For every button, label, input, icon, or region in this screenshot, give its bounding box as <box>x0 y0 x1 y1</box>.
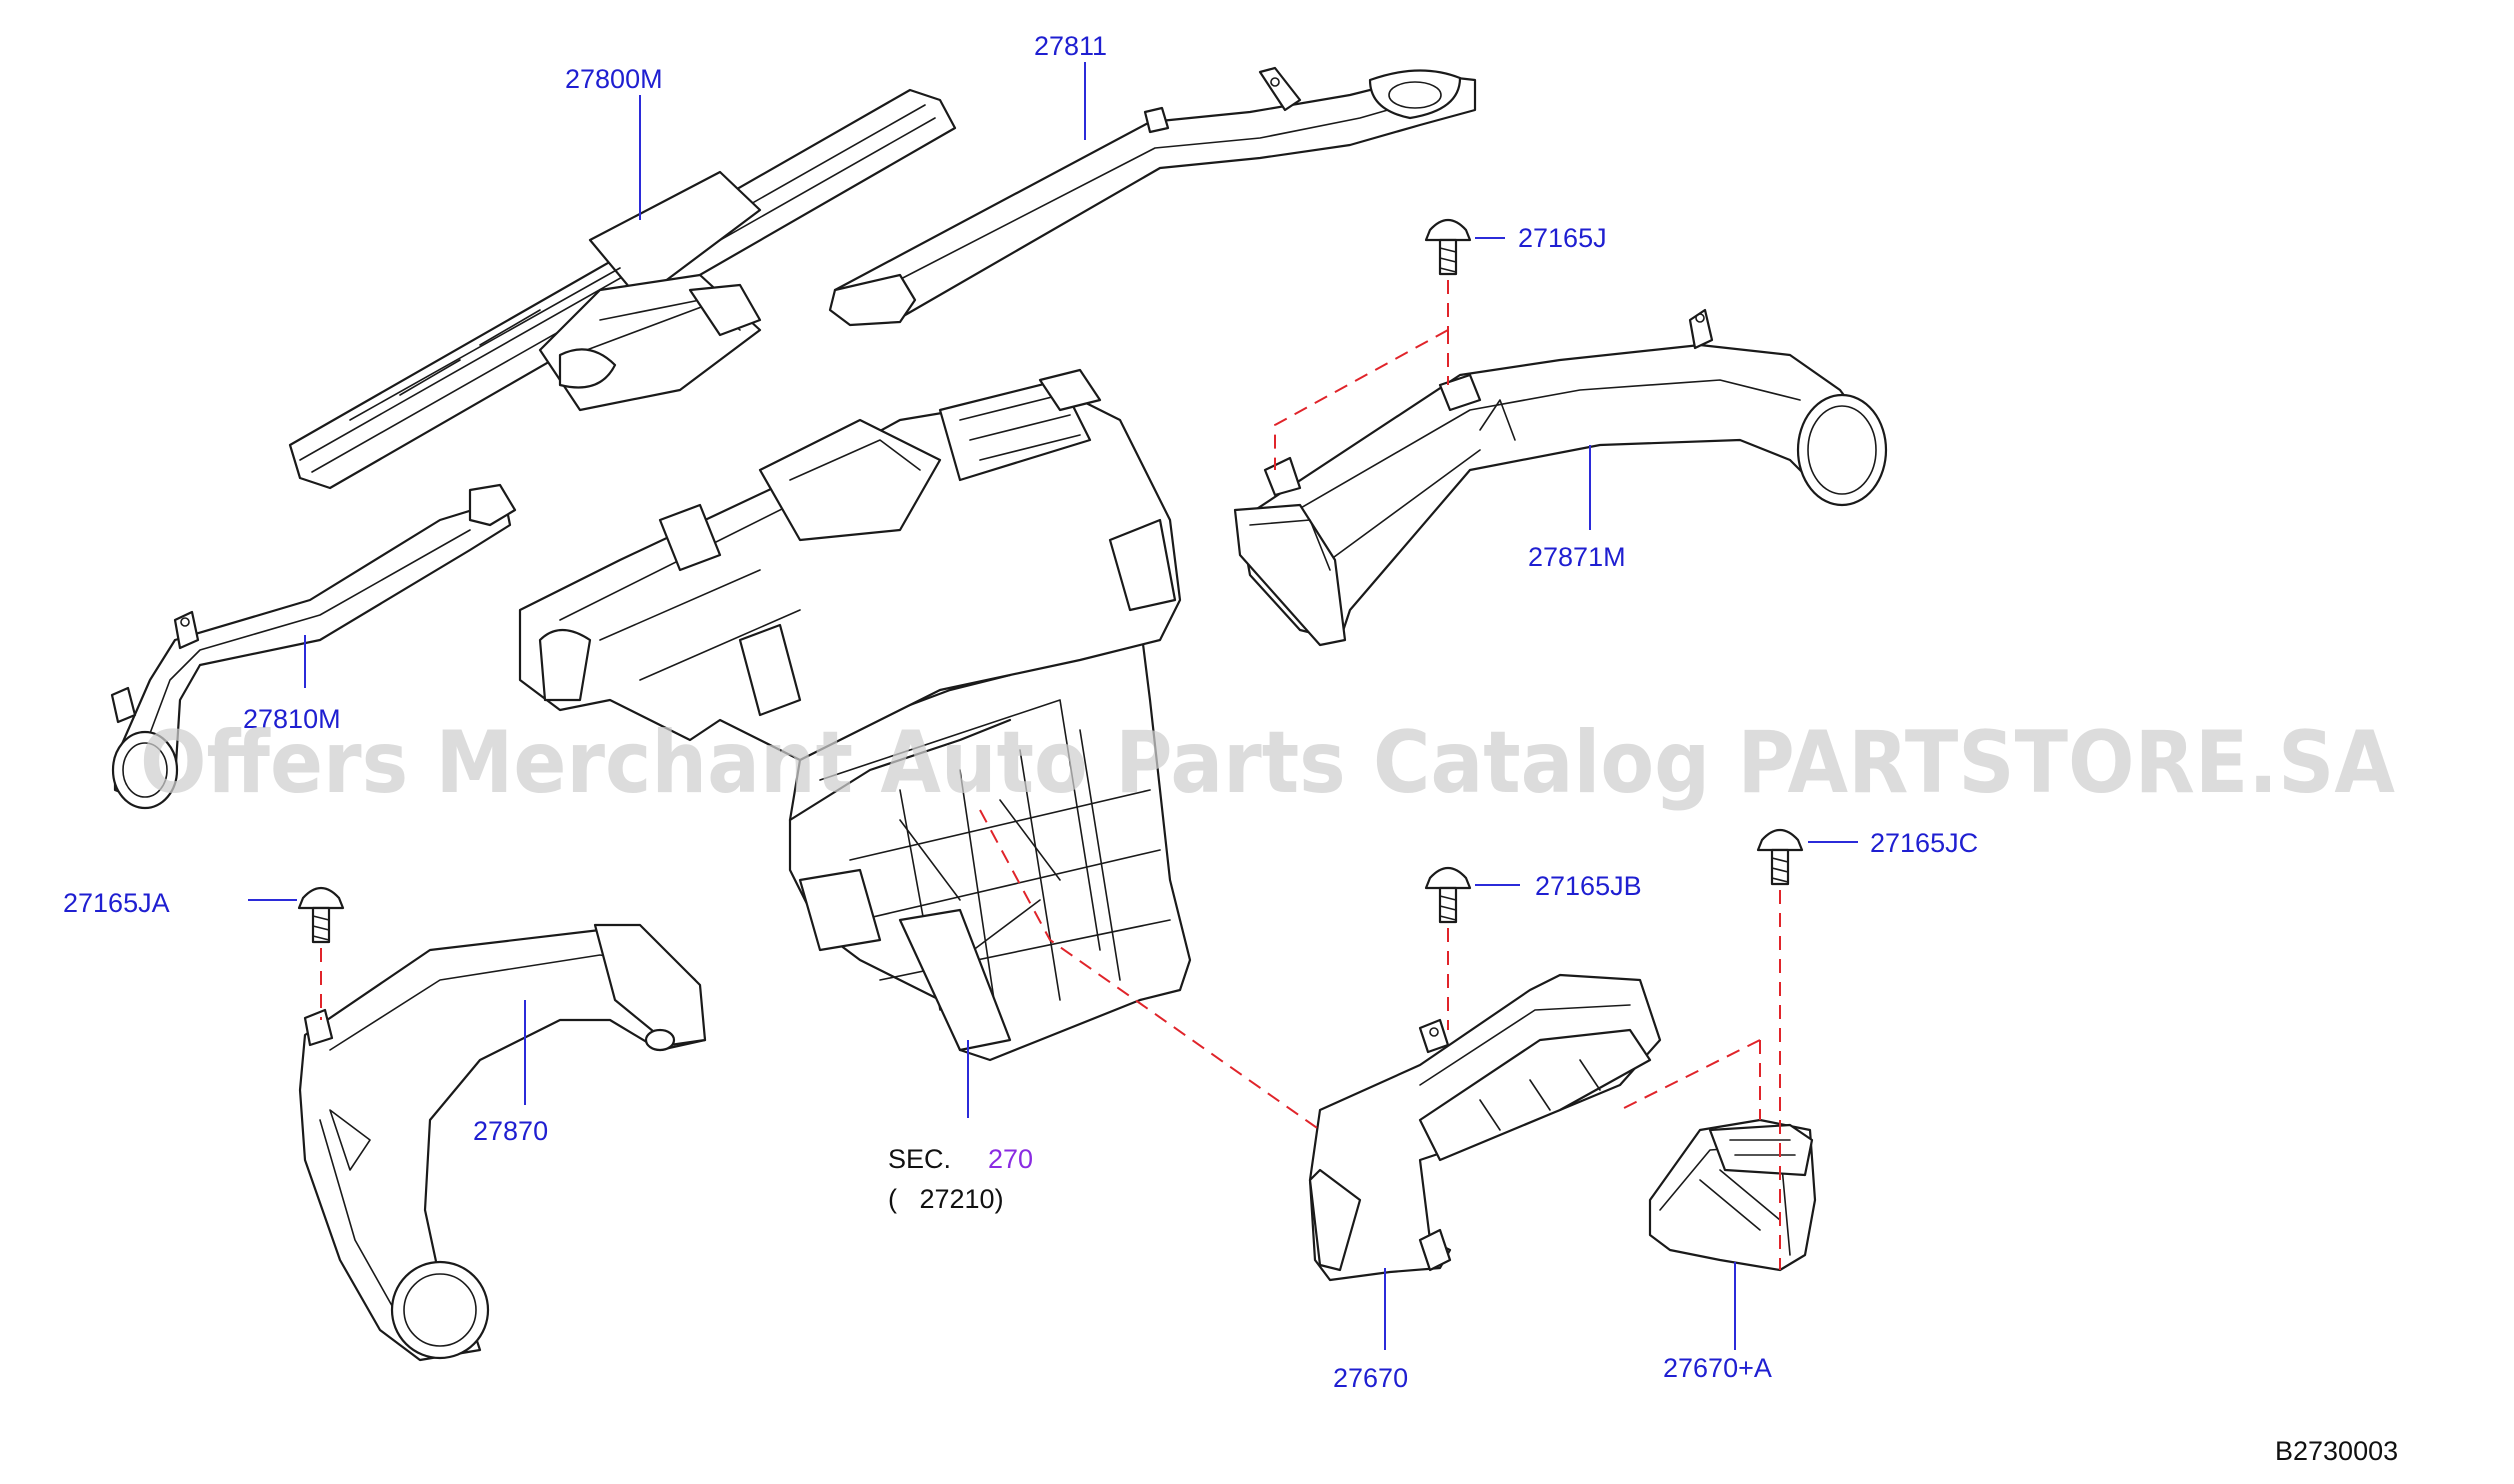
label-27811[interactable]: 27811 <box>1034 31 1107 61</box>
part-27165j-clip[interactable] <box>1424 218 1472 276</box>
part-27800m-defroster-nozzle[interactable] <box>288 88 957 490</box>
diagram-id: B2730003 <box>2275 1436 2398 1466</box>
label-27165jb[interactable]: 27165JB <box>1535 871 1642 901</box>
part-27871m-duct[interactable] <box>1233 308 1888 647</box>
part-27811-duct[interactable] <box>828 66 1477 327</box>
label-27871m[interactable]: 27871M <box>1528 542 1626 572</box>
part-labels: 27800M 27811 27165J 27871M 27810M 27165J… <box>63 31 1978 1393</box>
part-27165jc-clip[interactable] <box>1756 828 1804 886</box>
part-27810m-duct[interactable] <box>110 483 517 810</box>
leader-lines <box>248 62 1858 1350</box>
part-27670a-foot-duct[interactable] <box>1648 1118 1817 1272</box>
section-subref: ( 27210) <box>888 1184 1004 1214</box>
part-27165jb-clip[interactable] <box>1424 866 1472 924</box>
label-27670a[interactable]: 27670+A <box>1663 1353 1772 1383</box>
section-prefix: SEC. <box>888 1144 951 1174</box>
section-number[interactable]: 270 <box>988 1144 1033 1174</box>
label-27810m[interactable]: 27810M <box>243 704 341 734</box>
label-27670[interactable]: 27670 <box>1333 1363 1408 1393</box>
label-27800m[interactable]: 27800M <box>565 64 663 94</box>
part-27165ja-clip[interactable] <box>297 886 345 944</box>
label-27870[interactable]: 27870 <box>473 1116 548 1146</box>
part-27670-foot-duct[interactable] <box>1308 973 1662 1282</box>
label-27165jc[interactable]: 27165JC <box>1870 828 1978 858</box>
watermark-text: Offers Merchant Auto Parts Catalog PARTS… <box>140 713 2395 813</box>
part-heater-unit-sec270[interactable] <box>518 368 1192 1062</box>
part-27870-duct[interactable] <box>298 923 707 1362</box>
label-27165ja[interactable]: 27165JA <box>63 888 170 918</box>
label-27165j[interactable]: 27165J <box>1518 223 1607 253</box>
dashed-connection-lines <box>320 280 1781 1270</box>
section-reference[interactable]: SEC. 270 ( 27210) <box>888 1144 1033 1214</box>
